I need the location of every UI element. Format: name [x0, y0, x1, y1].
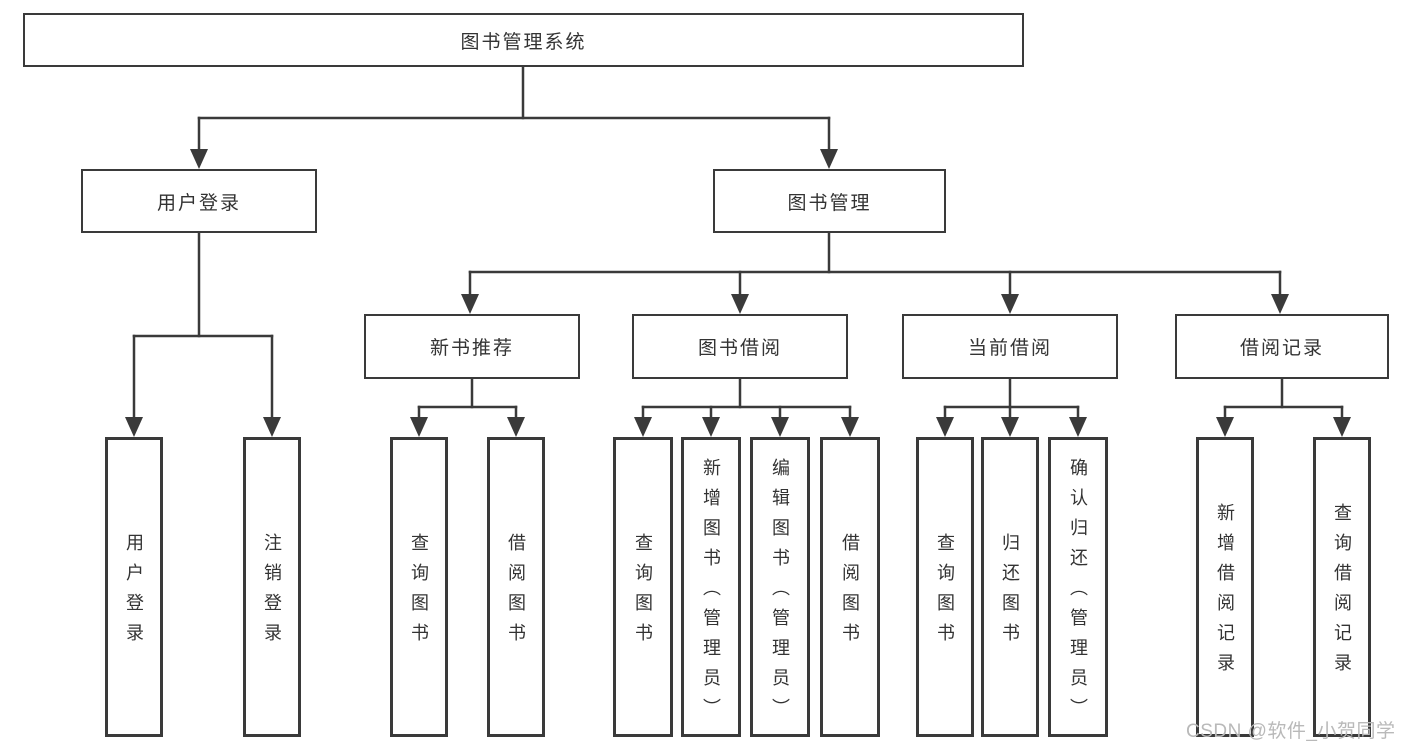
leaf-add-book-admin: 新增图书（管理员） [681, 437, 741, 737]
leaf-label: 查询图书 [409, 533, 429, 653]
arrowhead-icon [634, 417, 652, 437]
arrowhead-icon [1001, 294, 1019, 314]
leaf-label: 注销登录 [262, 533, 282, 653]
node-new-book-recommend: 新书推荐 [364, 314, 580, 379]
arrowhead-icon [702, 417, 720, 437]
node-current-borrowing: 当前借阅 [902, 314, 1118, 379]
arrowhead-icon [1271, 294, 1289, 314]
arrowhead-icon [771, 417, 789, 437]
leaf-label: 借阅图书 [506, 533, 526, 653]
leaf-label: 查询图书 [935, 533, 955, 653]
arrowhead-icon [190, 149, 208, 169]
arrowhead-icon [263, 417, 281, 437]
leaf-user-login: 用户登录 [105, 437, 163, 737]
leaf-query-books-recommend: 查询图书 [390, 437, 448, 737]
arrowhead-icon [1333, 417, 1351, 437]
arrowhead-icon [820, 149, 838, 169]
leaf-confirm-return-admin: 确认归还（管理员） [1048, 437, 1108, 737]
leaf-query-books-current: 查询图书 [916, 437, 974, 737]
leaf-label: 查询借阅记录 [1332, 503, 1352, 683]
arrowhead-icon [507, 417, 525, 437]
leaf-label: 编辑图书（管理员） [770, 458, 790, 728]
arrowhead-icon [410, 417, 428, 437]
arrowhead-icon [461, 294, 479, 314]
leaf-edit-book-admin: 编辑图书（管理员） [750, 437, 810, 737]
leaf-label: 查询图书 [633, 533, 653, 653]
leaf-query-books-borrowing: 查询图书 [613, 437, 673, 737]
leaf-label: 用户登录 [124, 533, 144, 653]
leaf-label: 借阅图书 [840, 533, 860, 653]
leaf-label: 新增图书（管理员） [701, 458, 721, 728]
arrowhead-icon [1069, 417, 1087, 437]
arrowhead-icon [841, 417, 859, 437]
leaf-query-borrow-record: 查询借阅记录 [1313, 437, 1371, 737]
leaf-return-book: 归还图书 [981, 437, 1039, 737]
node-user-login: 用户登录 [81, 169, 317, 233]
node-book-borrowing: 图书借阅 [632, 314, 848, 379]
arrowhead-icon [731, 294, 749, 314]
leaf-borrow-books-recommend: 借阅图书 [487, 437, 545, 737]
leaf-label: 新增借阅记录 [1215, 503, 1235, 683]
leaf-borrow-books-borrowing: 借阅图书 [820, 437, 880, 737]
leaf-logout: 注销登录 [243, 437, 301, 737]
leaf-label: 归还图书 [1000, 533, 1020, 653]
leaf-label: 确认归还（管理员） [1068, 458, 1088, 728]
node-borrowing-records: 借阅记录 [1175, 314, 1389, 379]
node-book-management: 图书管理 [713, 169, 946, 233]
arrowhead-icon [1216, 417, 1234, 437]
arrowhead-icon [1001, 417, 1019, 437]
watermark: CSDN @软件_小贺同学 [1186, 721, 1396, 742]
arrowhead-icon [125, 417, 143, 437]
node-library-system: 图书管理系统 [23, 13, 1024, 67]
leaf-add-borrow-record: 新增借阅记录 [1196, 437, 1254, 737]
arrowhead-icon [936, 417, 954, 437]
